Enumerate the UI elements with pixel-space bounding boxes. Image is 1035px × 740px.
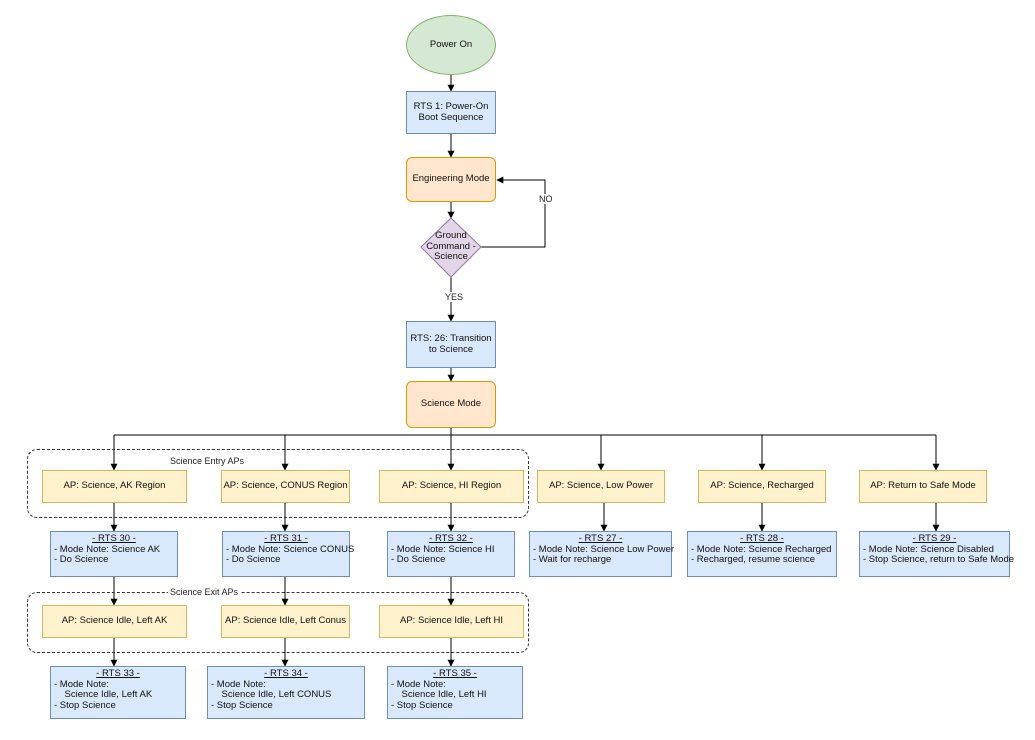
rts-line: - Do Science: [54, 554, 109, 566]
science-exit-label: Science Exit APs: [168, 587, 241, 597]
rts-block[interactable]: - RTS 34 - - Mode Note: Science Idle, Le…: [207, 666, 365, 719]
ap-node[interactable]: AP: Science, CONUS Region: [221, 470, 350, 503]
power-on-text: Power On: [429, 38, 473, 50]
rts-line: - Recharged, resume science: [691, 554, 816, 566]
no-label: NO: [538, 194, 554, 204]
rts-title: - RTS 31 -: [264, 533, 308, 544]
rts-title: - RTS 27 -: [578, 533, 623, 544]
rts-block[interactable]: - RTS 32 - - Mode Note: Science HI - Do …: [387, 531, 515, 577]
ap-node[interactable]: AP: Return to Safe Mode: [859, 470, 987, 503]
ap-text: AP: Science, Recharged: [710, 480, 814, 492]
rts-block[interactable]: - RTS 31 - - Mode Note: Science CONUS - …: [222, 531, 355, 577]
rts-block[interactable]: - RTS 27 - - Mode Note: Science Low Powe…: [529, 531, 674, 577]
ap-node[interactable]: AP: Science, Recharged: [698, 470, 826, 503]
rts-title: - RTS 29 -: [912, 533, 957, 544]
rts-line: - Mode Note:: [211, 678, 266, 690]
rts1-text: RTS 1: Power-On Boot Sequence: [413, 100, 489, 123]
exit-ap-text: AP: Science Idle, Left HI: [400, 615, 503, 627]
decision-text: Ground Command - Science: [426, 230, 476, 263]
rts-line: Science Idle, Left AK: [54, 689, 153, 701]
rts-title: - RTS 30 -: [92, 533, 136, 544]
science-mode-node[interactable]: Science Mode: [406, 381, 496, 428]
ap-text: AP: Science, Low Power: [548, 480, 654, 492]
ap-node[interactable]: AP: Science, HI Region: [379, 470, 524, 503]
ap-text: AP: Science, HI Region: [401, 480, 502, 492]
rts-title: - RTS 34 -: [264, 668, 308, 679]
rts-line: - Stop Science, return to Safe Mode: [863, 554, 1015, 566]
ap-text: AP: Science, AK Region: [63, 480, 166, 492]
exit-ap-node[interactable]: AP: Science Idle, Left Conus: [221, 605, 350, 638]
rts-line: Science Idle, Left HI: [391, 689, 487, 701]
science-mode-text: Science Mode: [420, 398, 482, 410]
rts-line: - Mode Note:: [391, 678, 446, 690]
rts-block[interactable]: - RTS 33 - - Mode Note: Science Idle, Le…: [50, 666, 186, 719]
rts-line: - Stop Science: [54, 699, 116, 711]
rts-line: - Mode Note: Science Low Power: [533, 543, 674, 555]
edge-decision-no: [481, 176, 546, 248]
exit-ap-node[interactable]: AP: Science Idle, Left AK: [42, 605, 187, 638]
rts-block[interactable]: - RTS 35 - - Mode Note: Science Idle, Le…: [387, 666, 523, 719]
ap-node[interactable]: AP: Science, AK Region: [42, 470, 187, 503]
science-entry-label: Science Entry APs: [168, 456, 247, 466]
rts-block[interactable]: - RTS 28 - - Mode Note: Science Recharge…: [687, 531, 837, 577]
rts-line: - Wait for recharge: [533, 554, 612, 566]
rts-title: - RTS 35 -: [433, 668, 477, 679]
exit-ap-text: AP: Science Idle, Left AK: [61, 615, 168, 627]
ap-node[interactable]: AP: Science, Low Power: [537, 470, 665, 503]
rts-line: - Do Science: [226, 554, 281, 566]
rts1-node[interactable]: RTS 1: Power-On Boot Sequence: [406, 91, 496, 134]
exit-ap-node[interactable]: AP: Science Idle, Left HI: [379, 605, 524, 638]
yes-label: YES: [444, 292, 465, 302]
exit-ap-text: AP: Science Idle, Left Conus: [225, 615, 346, 627]
rts-title: - RTS 32 -: [429, 533, 473, 544]
rts-line: - Mode Note: Science CONUS: [226, 543, 355, 555]
ap-text: AP: Science, CONUS Region: [223, 480, 348, 492]
rts-block[interactable]: - RTS 30 - - Mode Note: Science AK - Do …: [50, 531, 178, 577]
rts-line: - Stop Science: [391, 699, 453, 711]
science-exit-group: [27, 592, 529, 653]
power-on-node[interactable]: Power On: [406, 15, 496, 75]
rts-line: Science Idle, Left CONUS: [211, 689, 332, 701]
rts-line: - Stop Science: [211, 699, 273, 711]
rts-line: - Mode Note: Science Disabled: [863, 543, 994, 555]
rts-line: - Mode Note: Science Recharged: [691, 543, 832, 555]
engineering-mode-text: Engineering Mode: [412, 173, 490, 185]
rts-line: - Mode Note:: [54, 678, 109, 690]
science-entry-group: [27, 449, 529, 518]
rts-line: - Mode Note: Science HI: [391, 543, 495, 555]
rts-title: - RTS 28 -: [740, 533, 784, 544]
rts-line: - Mode Note: Science AK: [54, 543, 161, 555]
rts-block[interactable]: - RTS 29 - - Mode Note: Science Disabled…: [859, 531, 1015, 577]
decision-diamond: [420, 217, 482, 278]
ap-text: AP: Return to Safe Mode: [870, 480, 976, 492]
rts-line: - Do Science: [391, 554, 446, 566]
engineering-mode-node[interactable]: Engineering Mode: [406, 157, 496, 202]
rts26-node[interactable]: RTS: 26: Transition to Science: [406, 321, 496, 368]
rts26-text: RTS: 26: Transition to Science: [410, 332, 492, 355]
rts-title: - RTS 33 -: [96, 668, 140, 679]
